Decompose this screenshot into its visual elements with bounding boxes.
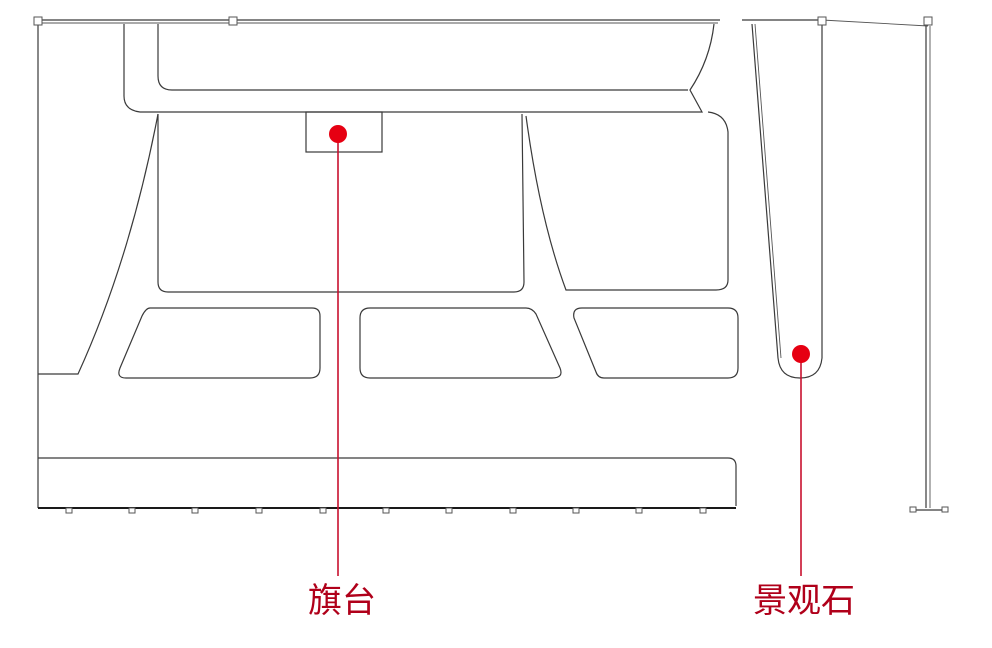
landscape-stone-marker <box>792 345 810 363</box>
top-left-node <box>33 16 43 26</box>
lower-panel-left <box>118 307 321 379</box>
lower-panel-right <box>573 307 739 379</box>
top-inner-band <box>157 24 688 91</box>
upper-left-panel <box>157 113 525 293</box>
left-sweep-curve <box>38 113 159 375</box>
callout-flag-platform: 旗台 <box>308 125 376 621</box>
top-mid-node <box>228 16 238 26</box>
callout-landscape-stone: 景观石 <box>753 345 855 621</box>
top-canopy-band <box>123 23 715 113</box>
flag-platform-box <box>305 111 383 153</box>
flag-platform-marker <box>329 125 347 143</box>
upper-right-panel <box>525 111 729 291</box>
flag-platform-label: 旗台 <box>308 581 376 621</box>
landscape-stone-label: 景观石 <box>753 581 855 621</box>
lower-panel-middle <box>359 307 562 379</box>
side-elevation <box>742 16 949 513</box>
bottom-strip <box>38 457 737 506</box>
landscape-stone-outline <box>751 23 823 379</box>
bottom-edge-ticks <box>65 507 707 514</box>
main-plan-outline <box>37 19 739 509</box>
